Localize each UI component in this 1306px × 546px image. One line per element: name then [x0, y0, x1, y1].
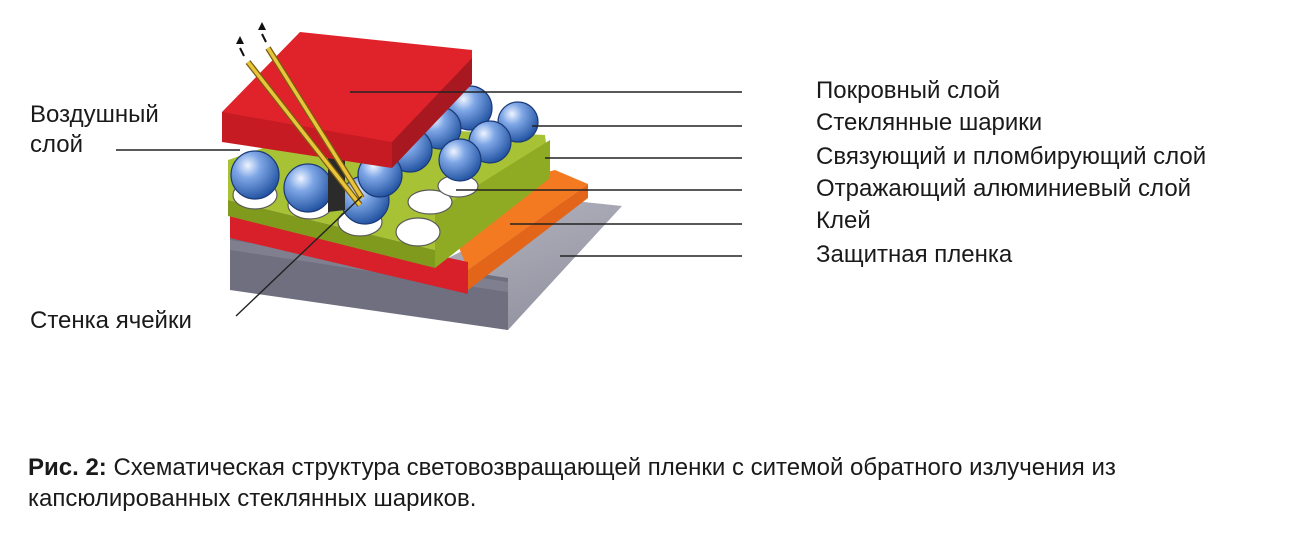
label-aluminium-layer: Отражающий алюминиевый слой: [816, 175, 1192, 202]
label-cell-wall: Стенка ячейки: [30, 307, 192, 334]
caption-text: Схематическая структура световозвращающе…: [28, 454, 1116, 512]
label-glass-beads: Стеклянные шарики: [816, 109, 1043, 136]
leader-lines: [116, 91, 742, 317]
label-air-layer: Воздушный слой: [30, 101, 159, 158]
caption-prefix: Рис. 2:: [28, 454, 107, 481]
label-protective-film: Защитная пленка: [816, 241, 1013, 268]
figure-caption: Рис. 2: Схематическая структура световоз…: [28, 452, 1290, 514]
light-rays: [236, 22, 365, 207]
label-binder-layer: Связующий и пломбирующий слой: [816, 143, 1207, 170]
label-adhesive: Клей: [816, 207, 871, 234]
label-cover-layer: Покровный слой: [816, 77, 1001, 104]
